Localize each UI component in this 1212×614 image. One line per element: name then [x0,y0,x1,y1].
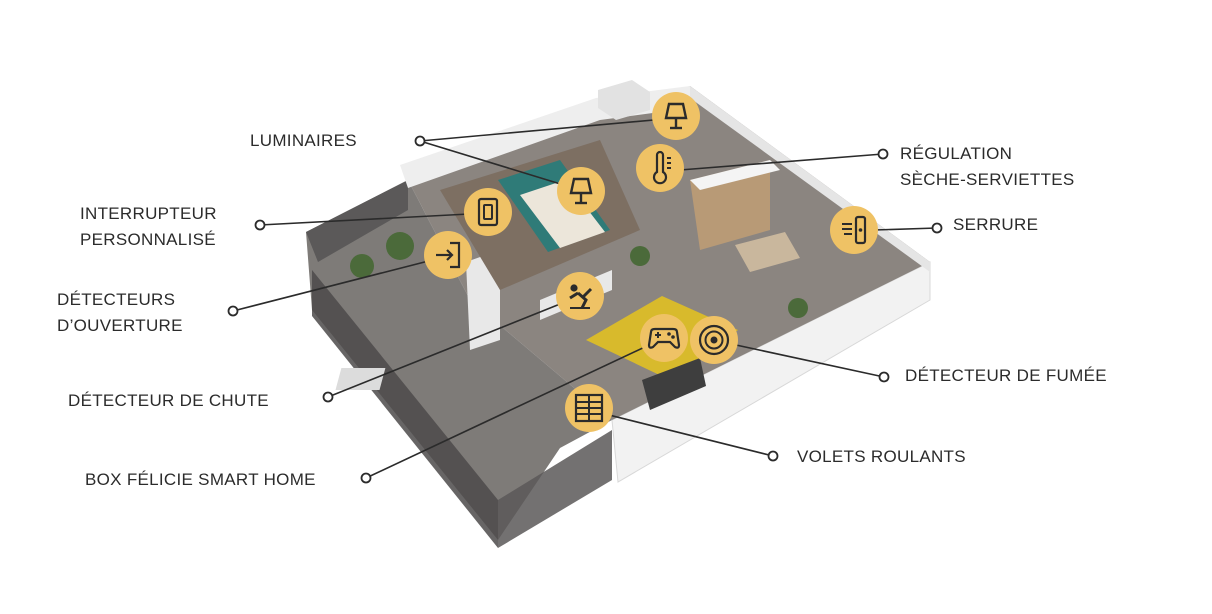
label-line-2: PERSONNALISÉ [80,230,216,249]
apartment-3d-model [306,80,931,548]
dining-table [735,232,800,272]
connector-detecteurs [232,255,449,312]
label-text: VOLETS ROULANTS [797,447,966,466]
label-box-felicie: BOX FÉLICIE SMART HOME [85,467,316,493]
label-text: LUMINAIRES [250,131,357,150]
connector-chute [327,295,581,398]
label-regulation-seche-serviettes: RÉGULATION SÈCHE-SERVIETTES [900,141,1075,193]
gamepad-icon[interactable] [640,314,688,362]
terrace-railing-front [312,270,498,548]
label-text: BOX FÉLICIE SMART HOME [85,470,316,489]
connector-luminaires-1 [419,117,677,142]
bed-sheet [520,180,605,248]
endpoint-serrure [931,222,943,234]
label-detecteur-fumee: DÉTECTEUR DE FUMÉE [905,363,1107,389]
lamp-icon[interactable] [652,92,700,140]
endpoint-box [360,472,372,484]
label-line-1: DÉTECTEURS [57,290,176,309]
connector-fumee [735,344,885,378]
terrace-railing-side [498,430,612,548]
label-serrure: SERRURE [953,212,1038,238]
sofa [642,358,706,410]
label-text: DÉTECTEUR DE CHUTE [68,391,269,410]
label-line-1: INTERRUPTEUR [80,204,217,223]
smart-lock-icon[interactable] [830,206,878,254]
label-text: SERRURE [953,215,1039,234]
endpoint-fumee [878,371,890,383]
connector-interrupteur [259,212,489,226]
label-interrupteur-personnalise: INTERRUPTEUR PERSONNALISÉ [80,201,217,253]
terrace-table [335,368,386,390]
label-detecteur-chute: DÉTECTEUR DE CHUTE [68,388,269,414]
fall-detection-icon[interactable] [556,272,604,320]
connectors [232,117,938,479]
endpoint-chute [322,391,334,403]
terrace-railing [306,180,408,262]
lamp-icon[interactable] [557,167,605,215]
endpoint-regulation [877,148,889,160]
door-sensor-icon[interactable] [424,231,472,279]
connector-serrure [873,227,938,231]
label-line-2: SÈCHE-SERVIETTES [900,170,1075,189]
label-volets-roulants: VOLETS ROULANTS [797,444,966,470]
kitchen-top [690,160,780,190]
connector-volets [588,409,774,457]
smoke-detector-icon[interactable] [690,316,738,364]
connector-regulation [679,153,884,171]
thermometer-icon[interactable] [636,144,684,192]
terrace-floor [306,180,612,540]
wall-switch-icon[interactable] [464,188,512,236]
endpoint-volets [767,450,779,462]
rooftop-unit [598,80,650,120]
plant [788,298,808,318]
label-detecteurs-ouverture: DÉTECTEURS D’OUVERTURE [57,287,183,339]
endpoint-luminaires [414,135,426,147]
plant [386,232,414,260]
plant [350,254,374,278]
endpoint-detecteurs [227,305,239,317]
endpoint-interrupteur [254,219,266,231]
icon-badges [424,92,878,432]
label-line-2: D’OUVERTURE [57,316,183,335]
roller-shutter-icon[interactable] [565,384,613,432]
label-text: DÉTECTEUR DE FUMÉE [905,366,1107,385]
connector-luminaires-2 [419,140,581,191]
connector-box [365,337,665,479]
label-luminaires: LUMINAIRES [250,128,357,154]
connector-endpoints [227,135,943,484]
plant [630,246,650,266]
label-line-1: RÉGULATION [900,144,1013,163]
